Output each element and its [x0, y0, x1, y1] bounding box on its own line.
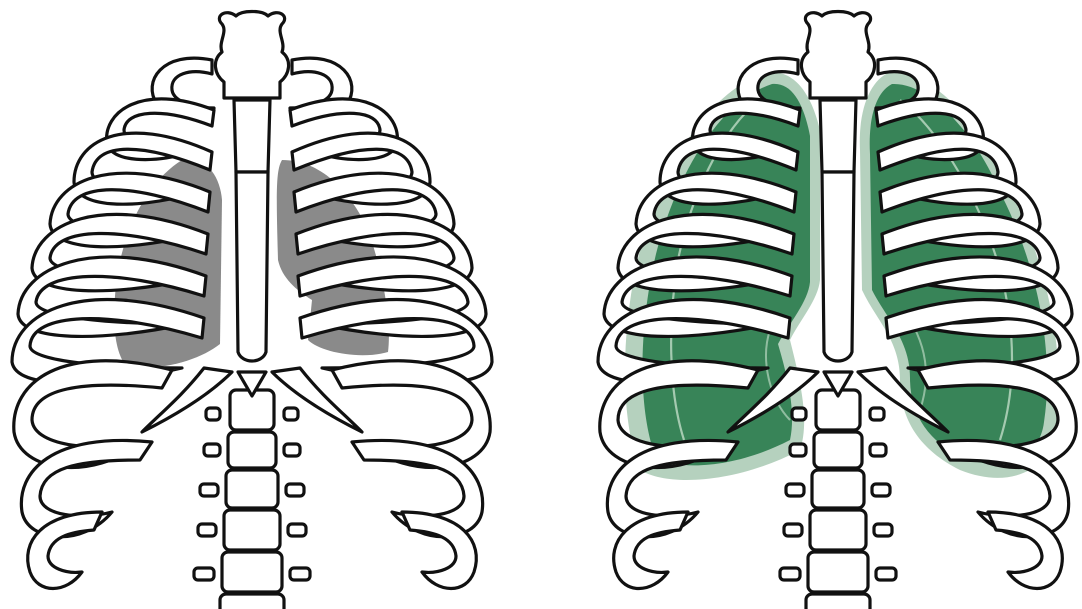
left-panel	[12, 12, 492, 609]
right-panel	[598, 12, 1078, 609]
